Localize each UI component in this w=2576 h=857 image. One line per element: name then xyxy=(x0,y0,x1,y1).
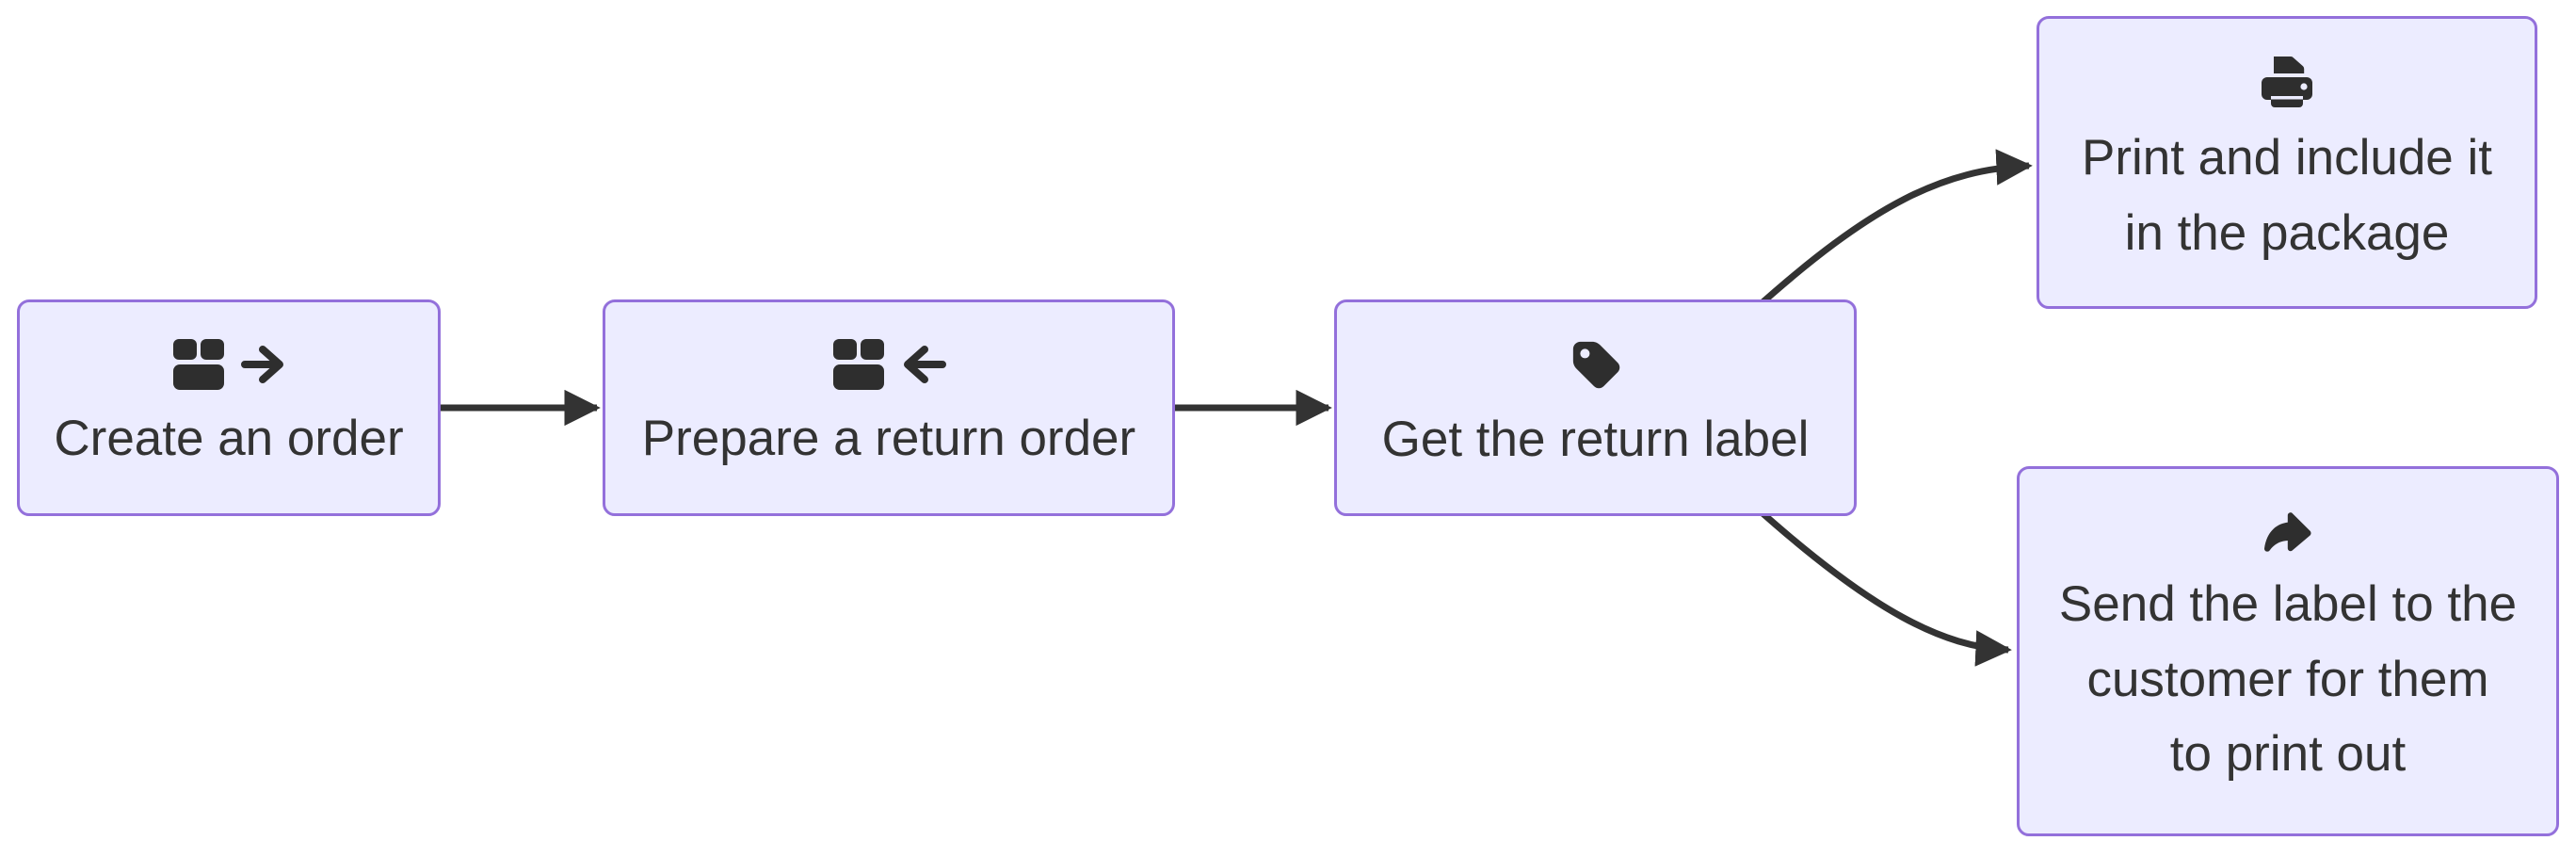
node-create-order: Create an order xyxy=(17,299,441,516)
node-get-return-label-icons xyxy=(1570,338,1622,391)
node-print-and-include: Print and include it in the package xyxy=(2037,16,2537,309)
package-box-icon xyxy=(171,339,226,391)
node-label-line: Print and include it xyxy=(2081,130,2493,186)
printer-icon xyxy=(2260,55,2314,109)
share-arrow-icon xyxy=(2262,510,2313,556)
node-label-line: Create an order xyxy=(54,411,404,467)
edge-label-to-send xyxy=(1750,502,2012,667)
edge-label-to-print xyxy=(1750,149,2033,314)
package-box-icon xyxy=(831,339,886,391)
node-print-and-include-icons xyxy=(2260,55,2314,109)
node-label-line: customer for them xyxy=(2086,651,2489,707)
node-prepare-return-order-label: Prepare a return order xyxy=(642,401,1135,477)
node-label-line: Prepare a return order xyxy=(641,411,1136,467)
node-prepare-return-order: Prepare a return order xyxy=(603,299,1175,516)
node-label-line: Get the return label xyxy=(1381,412,1810,468)
node-label-line: Send the label to the xyxy=(2058,576,2518,633)
node-print-and-include-label: Print and include it in the package xyxy=(2082,121,2492,270)
tag-icon xyxy=(1570,338,1622,391)
node-send-label-to-customer: Send the label to the customer for them … xyxy=(2017,466,2559,836)
node-send-label-to-customer-label: Send the label to the customer for them … xyxy=(2059,567,2517,792)
arrow-right-icon xyxy=(241,340,286,389)
node-label-line: to print out xyxy=(2169,726,2407,783)
arrow-left-icon xyxy=(901,340,946,389)
node-label-line: in the package xyxy=(2124,204,2450,261)
node-send-label-to-customer-icons xyxy=(2262,510,2313,556)
node-create-order-icons xyxy=(171,339,286,391)
node-create-order-label: Create an order xyxy=(54,401,403,477)
node-prepare-return-order-icons xyxy=(831,339,946,391)
node-get-return-label-label: Get the return label xyxy=(1382,402,1810,477)
node-get-return-label: Get the return label xyxy=(1334,299,1857,516)
